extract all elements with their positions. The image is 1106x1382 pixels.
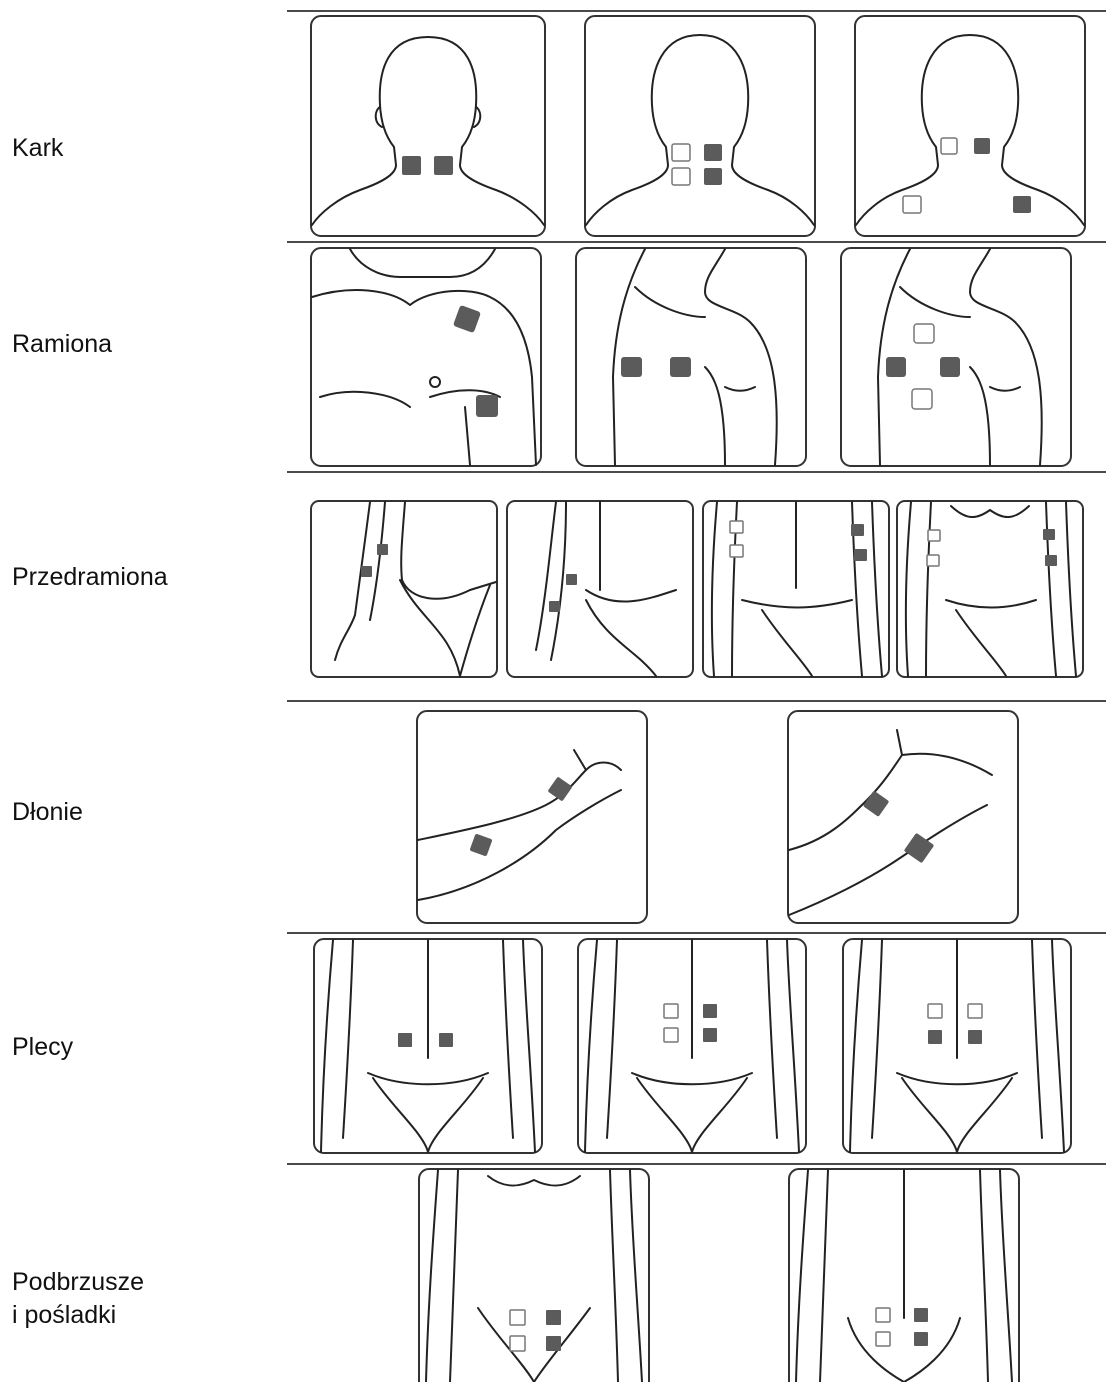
forearm-panel-4 bbox=[896, 500, 1084, 678]
electrode-pad-filled bbox=[476, 395, 498, 417]
panel-frame bbox=[855, 16, 1085, 236]
neck-panel-1 bbox=[310, 15, 546, 237]
electrode-pad-outline bbox=[912, 389, 932, 409]
electrode-pad-outline bbox=[928, 1004, 942, 1018]
electrode-pad-outline bbox=[510, 1310, 525, 1325]
forearm-panel-2 bbox=[506, 500, 694, 678]
electrode-pad-outline bbox=[903, 196, 921, 213]
shoulder-panel-3 bbox=[840, 247, 1072, 467]
electrode-pad-filled bbox=[546, 1310, 561, 1325]
electrode-pad-filled bbox=[886, 357, 906, 377]
neck-panel-3 bbox=[854, 15, 1086, 237]
hand-panel-1 bbox=[416, 710, 648, 924]
electrode-pad-filled bbox=[549, 601, 560, 612]
electrode-pad-filled bbox=[914, 1308, 928, 1322]
row-divider bbox=[287, 932, 1106, 934]
electrode-pad-filled bbox=[1045, 555, 1057, 566]
electrode-pad-filled bbox=[1013, 196, 1031, 213]
electrode-pad-filled bbox=[851, 524, 864, 536]
row-label-kark: Kark bbox=[12, 132, 63, 165]
electrode-pad-filled bbox=[434, 156, 453, 175]
row-label-podbrzusze-posladki: Podbrzusze i pośladki bbox=[12, 1266, 144, 1332]
electrode-pad-filled bbox=[377, 544, 388, 555]
electrode-pad-outline bbox=[876, 1332, 890, 1346]
forearm-panel-1 bbox=[310, 500, 498, 678]
electrode-pad-filled bbox=[974, 138, 990, 154]
row-divider bbox=[287, 471, 1106, 473]
electrode-pad-filled bbox=[361, 566, 372, 577]
row-label-plecy: Plecy bbox=[12, 1031, 73, 1064]
electrode-pad-filled bbox=[940, 357, 960, 377]
panel-frame bbox=[576, 248, 806, 466]
electrode-pad-filled bbox=[1043, 529, 1055, 540]
electrode-pad-filled bbox=[402, 156, 421, 175]
electrode-pad-filled bbox=[670, 357, 691, 377]
electrode-pad-outline bbox=[664, 1028, 678, 1042]
electrode-pad-outline bbox=[927, 555, 939, 566]
electrode-pad-outline bbox=[928, 530, 940, 541]
electrode-pad-filled bbox=[968, 1030, 982, 1044]
panel-frame bbox=[897, 501, 1083, 677]
row-label-przedramiona: Przedramiona bbox=[12, 561, 168, 594]
panel-frame bbox=[585, 16, 815, 236]
panel-frame bbox=[788, 711, 1018, 923]
row-divider bbox=[287, 10, 1106, 12]
panel-frame bbox=[311, 248, 541, 466]
row-divider bbox=[287, 241, 1106, 243]
electrode-pad-outline bbox=[730, 521, 743, 533]
electrode-pad-filled bbox=[914, 1332, 928, 1346]
hand-panel-2 bbox=[787, 710, 1019, 924]
back-panel-1 bbox=[313, 938, 543, 1154]
electrode-pad-filled bbox=[398, 1033, 412, 1047]
electrode-pad-outline bbox=[876, 1308, 890, 1322]
electrode-pad-outline bbox=[672, 144, 690, 161]
electrode-pad-filled bbox=[546, 1336, 561, 1351]
electrode-pad-filled bbox=[704, 168, 722, 185]
electrode-pad-outline bbox=[672, 168, 690, 185]
abdomen-panel-1 bbox=[418, 1168, 650, 1382]
electrode-pad-filled bbox=[854, 549, 867, 561]
buttocks-panel-1 bbox=[788, 1168, 1020, 1382]
electrode-pad-filled bbox=[439, 1033, 453, 1047]
electrode-pad-outline bbox=[941, 138, 957, 154]
electrode-pad-outline bbox=[510, 1336, 525, 1351]
electrode-pad-filled bbox=[566, 574, 577, 585]
row-divider bbox=[287, 1163, 1106, 1165]
neck-panel-2 bbox=[584, 15, 816, 237]
panel-frame bbox=[311, 16, 545, 236]
electrode-pad-outline bbox=[968, 1004, 982, 1018]
row-label-ramiona: Ramiona bbox=[12, 328, 112, 361]
shoulder-panel-2 bbox=[575, 247, 807, 467]
electrode-pad-filled bbox=[621, 357, 642, 377]
shoulder-panel-1 bbox=[310, 247, 542, 467]
electrode-pad-outline bbox=[730, 545, 743, 557]
electrode-pad-outline bbox=[664, 1004, 678, 1018]
electrode-pad-filled bbox=[704, 144, 722, 161]
electrode-pad-filled bbox=[928, 1030, 942, 1044]
back-panel-2 bbox=[577, 938, 807, 1154]
row-divider bbox=[287, 700, 1106, 702]
electrode-pad-filled bbox=[703, 1004, 717, 1018]
forearm-panel-3 bbox=[702, 500, 890, 678]
electrode-pad-filled bbox=[703, 1028, 717, 1042]
back-panel-3 bbox=[842, 938, 1072, 1154]
electrode-pad-outline bbox=[914, 324, 934, 343]
row-label-dlonie: Dłonie bbox=[12, 796, 83, 829]
